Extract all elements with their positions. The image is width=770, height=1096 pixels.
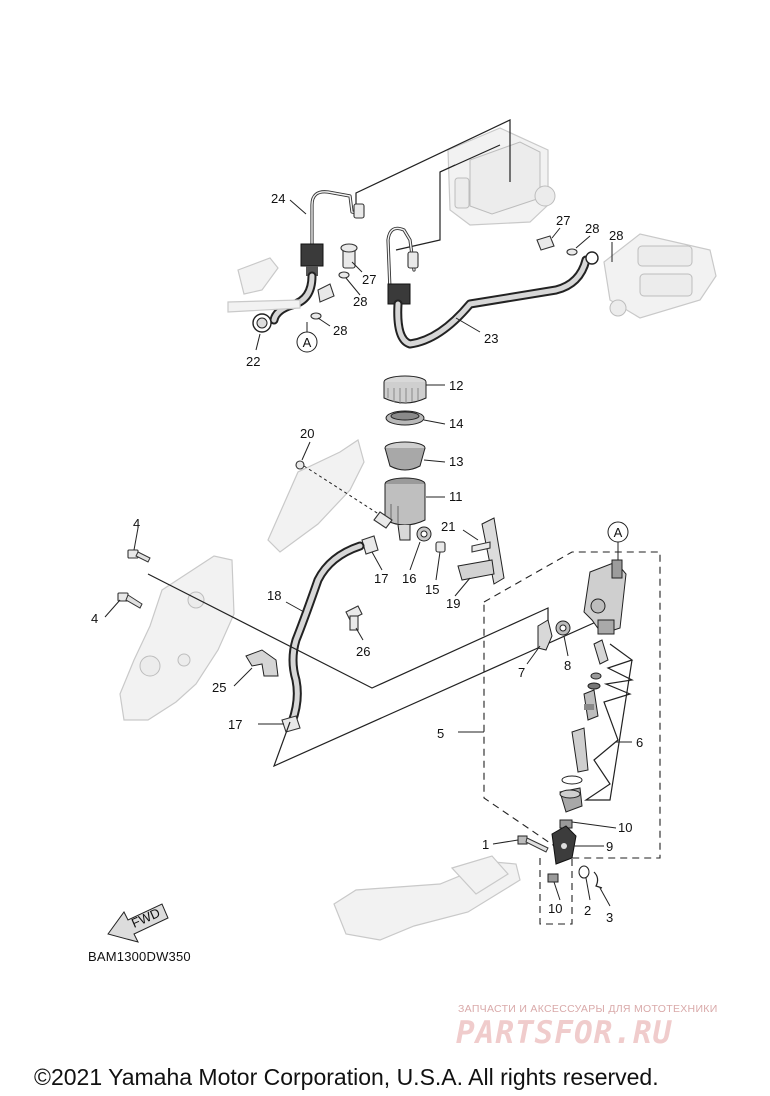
copper-washer-28c (566, 248, 578, 256)
callout-28-right: 28 (585, 221, 599, 236)
reservoir-cap-12 (383, 375, 427, 404)
callout-3: 3 (606, 910, 613, 925)
callout-7: 7 (518, 665, 525, 680)
footrest-bracket-ghost (119, 555, 235, 721)
reservoir-bracket-19 (457, 517, 505, 585)
callout-27-top: 27 (362, 272, 376, 287)
copyright-notice: ©2021 Yamaha Motor Corporation, U.S.A. A… (34, 1064, 659, 1090)
callout-21: 21 (441, 519, 455, 534)
rear-brake-caliper-ghost (603, 233, 717, 319)
brake-pipe-24 (310, 190, 365, 252)
reservoir-mount (373, 511, 393, 529)
banjo-clamp-22 (252, 313, 272, 333)
leader-lines (104, 199, 632, 907)
callout-13: 13 (449, 454, 463, 469)
diaphragm-13 (384, 441, 426, 471)
callout-14: 14 (449, 416, 463, 431)
o-ring-8 (555, 620, 571, 636)
hose-joint-24 (300, 243, 324, 276)
union-bolt-27 (340, 243, 358, 269)
bolt-4-upper (127, 549, 151, 563)
watermark-tagline: ЗАПЧАСТИ И АКСЕССУАРЫ ДЛЯ МОТОТЕХНИКИ (458, 1003, 718, 1015)
callout-19: 19 (446, 596, 460, 611)
bolt-20-axis (303, 465, 389, 521)
bolt-26 (345, 605, 363, 631)
pipe-routing-frame-inner (395, 144, 501, 251)
forward-direction-arrow: FWD (107, 903, 169, 943)
reference-a-cylinder-label: A (614, 525, 623, 540)
callout-labels: 24 22 27 28 28 23 27 28 28 12 14 13 11 2… (91, 191, 643, 925)
reservoir-tank-11 (384, 477, 426, 541)
callout-17-bottom: 17 (228, 717, 242, 732)
bolt-20 (295, 460, 305, 470)
reference-marker-a-top: A (296, 322, 318, 353)
callout-9: 9 (606, 839, 613, 854)
copper-washer-28b (310, 312, 322, 320)
side-cover-ghost (267, 439, 365, 553)
brake-pipe-23 (386, 226, 419, 292)
bolt-21 (471, 541, 491, 553)
callout-28-far-right: 28 (609, 228, 623, 243)
collar-15 (435, 541, 446, 553)
callout-4-upper: 4 (133, 516, 140, 531)
abs-hydraulic-unit-ghost (447, 127, 556, 226)
callout-22: 22 (246, 354, 260, 369)
master-cylinder-assy-box (483, 551, 661, 859)
piston-kit-6-parts (559, 639, 609, 813)
callout-24: 24 (271, 191, 285, 206)
callout-8: 8 (564, 658, 571, 673)
hose-clamp-17-top (361, 535, 379, 555)
brake-pedal-ghost (333, 855, 521, 941)
brake-hose-23 (393, 251, 599, 349)
callout-12: 12 (449, 378, 463, 393)
callout-4-lower: 4 (91, 611, 98, 626)
diaphragm-plate-14 (385, 410, 425, 426)
callout-20: 20 (300, 426, 314, 441)
callout-23: 23 (484, 331, 498, 346)
watermark-logo: PARTSFOR.RU (456, 1015, 673, 1051)
callout-2: 2 (584, 903, 591, 918)
hose-clamp-17-bottom (281, 715, 301, 733)
lock-nut-10-lower (547, 873, 559, 883)
copper-washer-28a (338, 271, 350, 279)
callout-6: 6 (636, 735, 643, 750)
hose-clip-25 (245, 649, 279, 677)
callout-5: 5 (437, 726, 444, 741)
master-cylinder-body (583, 559, 627, 635)
cotter-pin-3 (593, 871, 603, 889)
callout-10-upper: 10 (618, 820, 632, 835)
reference-marker-a-cylinder: A (607, 521, 629, 560)
callout-10-lower: 10 (548, 901, 562, 916)
callout-28-mid: 28 (333, 323, 347, 338)
callout-1: 1 (482, 837, 489, 852)
callout-16: 16 (402, 571, 416, 586)
callout-17-top: 17 (374, 571, 388, 586)
callout-28-top: 28 (353, 294, 367, 309)
hose-clip (317, 283, 335, 303)
callout-18: 18 (267, 588, 281, 603)
hose-bracket-ghost (227, 257, 301, 313)
grommet-16 (416, 526, 432, 542)
callout-11: 11 (449, 489, 463, 504)
callout-27-right: 27 (556, 213, 570, 228)
reference-a-top-label: A (303, 335, 312, 350)
hose-joint-7 (537, 619, 553, 651)
washer-2 (578, 865, 590, 879)
callout-26: 26 (356, 644, 370, 659)
callout-6-bracket (584, 643, 634, 801)
clevis-9 (551, 825, 577, 865)
brake-hose-short (269, 271, 317, 325)
callout-25: 25 (212, 680, 226, 695)
union-bolt-27-right (536, 235, 555, 251)
reservoir-hose-18 (287, 541, 365, 727)
diagram-code: BAM1300DW350 (88, 949, 191, 964)
assembly-frame-line-lower (272, 621, 597, 768)
callout-15: 15 (425, 582, 439, 597)
bolt-4-lower (117, 592, 143, 609)
